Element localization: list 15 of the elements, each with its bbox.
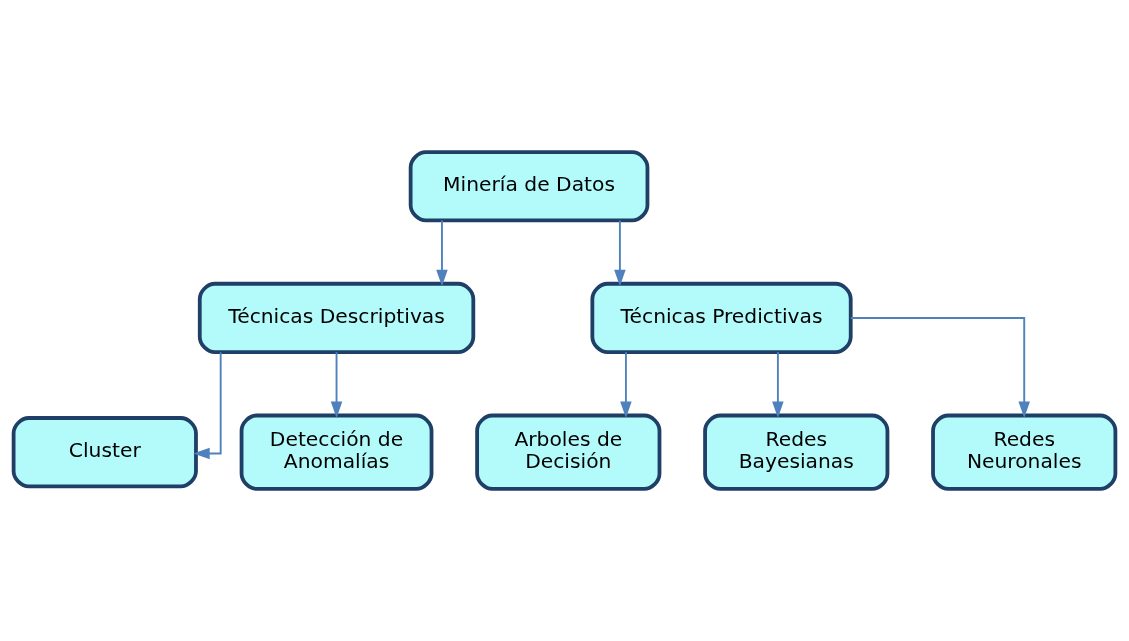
arrow [849,317,1030,419]
arrow [620,351,632,419]
arrow [614,219,626,287]
arrow [772,351,784,419]
node-box: Técnicas Descriptivas [197,281,476,355]
node-box: Detección de Anomalías [239,413,434,491]
node-box: Arboles de Decisión [475,413,662,491]
node-box: Minería de Datos [408,150,650,223]
node-box: Cluster [11,416,198,489]
arrow [436,219,448,287]
arrow [193,351,222,460]
node-box: Redes Bayesianas [703,413,890,491]
node-box: Redes Neuronales [931,413,1118,491]
arrow [330,351,343,419]
node-box: Técnicas Predictivas [590,281,853,355]
